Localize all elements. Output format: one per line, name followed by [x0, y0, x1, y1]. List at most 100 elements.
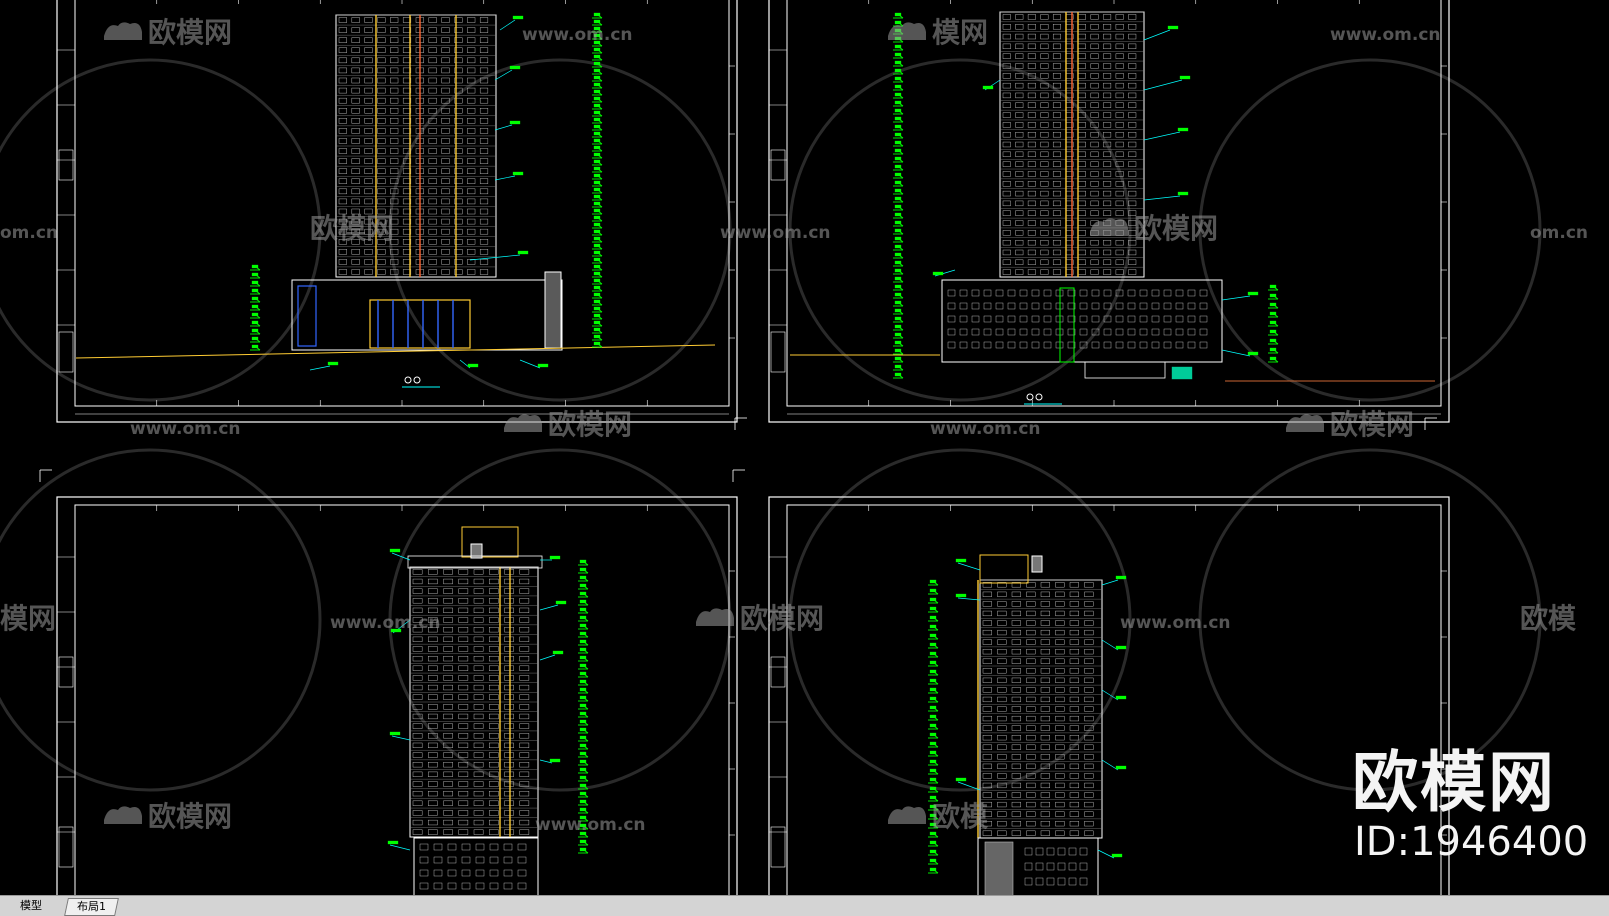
window: [443, 627, 453, 633]
window: [390, 27, 399, 33]
window: [377, 17, 386, 23]
level-text: [894, 340, 902, 345]
window: [1015, 190, 1024, 197]
window: [428, 598, 438, 604]
window: [982, 649, 992, 655]
watermark-url: www.om.cn: [1330, 25, 1441, 45]
window: [428, 158, 437, 164]
window: [473, 790, 484, 797]
level-text: [579, 735, 587, 740]
window: [458, 655, 469, 662]
window: [377, 118, 386, 124]
leader-label: [549, 758, 561, 763]
window: [1052, 220, 1061, 226]
window: [1128, 24, 1137, 30]
level-text: [1269, 356, 1277, 361]
window: [1084, 610, 1094, 617]
level-text: [593, 40, 601, 45]
tab-layout1[interactable]: 布局1: [64, 898, 119, 916]
window: [1026, 763, 1036, 769]
window: [1103, 200, 1112, 207]
podium-window: [971, 328, 980, 336]
level-text: [579, 719, 587, 724]
window: [479, 97, 489, 104]
window: [1084, 649, 1094, 655]
window: [1128, 171, 1137, 177]
caption-axis-bubble: [404, 376, 412, 384]
window: [364, 77, 373, 84]
window: [443, 752, 453, 758]
window: [1002, 161, 1011, 167]
window: [1084, 677, 1094, 683]
window: [390, 17, 399, 23]
leader-line: [1101, 639, 1119, 651]
window: [428, 37, 437, 43]
leader-label: [467, 363, 479, 368]
window: [504, 810, 514, 816]
window: [441, 239, 450, 245]
podium-window: [1024, 847, 1033, 856]
window: [351, 27, 360, 33]
window: [1078, 92, 1086, 99]
window: [1027, 151, 1036, 157]
window: [504, 655, 514, 662]
podium-window: [1057, 847, 1066, 856]
window: [1040, 73, 1049, 79]
window: [351, 138, 360, 144]
level-text: [579, 631, 587, 636]
tab-model[interactable]: 模型: [10, 898, 52, 914]
window: [1026, 792, 1036, 798]
window: [377, 259, 386, 265]
window: [1002, 112, 1011, 118]
watermark-logo-text: 欧模: [932, 800, 989, 833]
window: [1128, 53, 1137, 59]
window: [479, 77, 489, 84]
window: [441, 249, 450, 255]
window: [997, 610, 1007, 617]
window: [443, 617, 453, 623]
window: [377, 108, 386, 114]
window: [473, 569, 484, 575]
window: [1078, 14, 1086, 20]
window: [1069, 735, 1079, 741]
window: [454, 239, 463, 245]
window: [1069, 754, 1079, 760]
window: [428, 790, 438, 797]
window: [377, 249, 386, 255]
podium-window: [1067, 289, 1076, 297]
window: [1040, 687, 1050, 693]
window: [458, 704, 469, 710]
window: [454, 17, 463, 23]
window: [428, 713, 438, 720]
window: [458, 646, 469, 652]
window: [454, 47, 463, 53]
watermark-url: www.om.cn: [1120, 613, 1231, 633]
window: [1090, 249, 1099, 256]
leader-label: [555, 600, 567, 605]
level-text: [1269, 293, 1277, 298]
window: [467, 158, 476, 164]
podium-window: [1068, 862, 1077, 871]
window: [504, 675, 514, 681]
leader-line: [539, 759, 553, 764]
podium-window: [1103, 302, 1112, 310]
window: [1103, 102, 1112, 108]
podium-window: [971, 341, 980, 349]
window: [479, 168, 489, 174]
window: [1069, 687, 1079, 693]
window: [1090, 33, 1099, 40]
window: [1040, 200, 1049, 207]
window: [1055, 744, 1065, 750]
podium-window: [971, 302, 980, 310]
level-text: [894, 220, 902, 225]
podium-canopy: [369, 299, 471, 349]
window: [1015, 24, 1024, 30]
window: [519, 569, 530, 575]
leaders-back: [932, 25, 1259, 357]
level-text: [579, 807, 587, 812]
podium-window: [1067, 328, 1076, 336]
window: [377, 188, 386, 195]
window: [1084, 601, 1094, 607]
level-text: [579, 623, 587, 628]
